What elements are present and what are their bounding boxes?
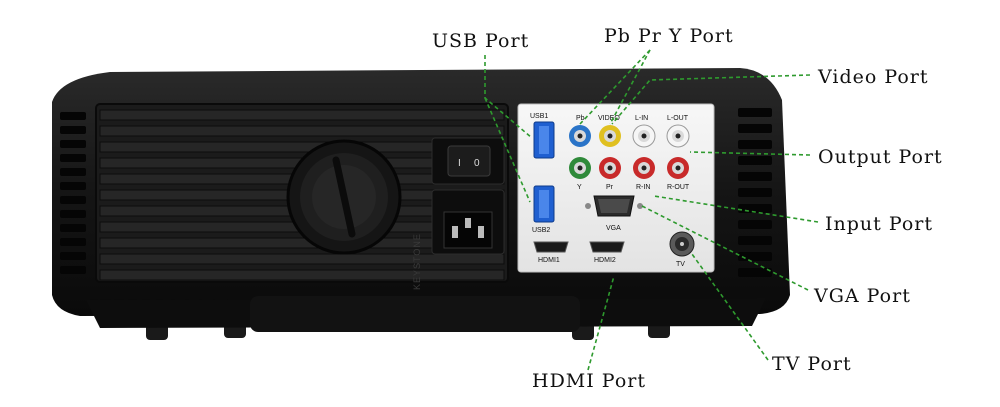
- lin-jack[interactable]: [632, 124, 656, 148]
- io-panel: [517, 103, 715, 273]
- component-leader-1: [579, 49, 651, 125]
- switch-off-mark: 0: [474, 158, 480, 169]
- hdmi2-port[interactable]: [589, 241, 625, 253]
- component-port-callout: Pb Pr Y Port: [604, 25, 734, 47]
- vga-port[interactable]: [585, 195, 643, 217]
- pb-jack[interactable]: [569, 125, 591, 147]
- switch-on-mark: I: [458, 158, 461, 169]
- component-leader-2: [609, 49, 651, 125]
- pr-jack[interactable]: [599, 157, 621, 179]
- rin-jack[interactable]: [633, 157, 655, 179]
- lin-label: L-IN: [635, 115, 648, 122]
- output-leader: [689, 151, 811, 156]
- left-vent: [60, 112, 86, 274]
- video-leader: [611, 74, 811, 125]
- tv-label: TV: [676, 261, 685, 268]
- input-port-callout: Input Port: [825, 213, 933, 235]
- y-label: Y: [577, 184, 582, 191]
- hdmi-leader: [587, 275, 615, 371]
- vga-label: VGA: [606, 225, 621, 232]
- rin-label: R-IN: [636, 184, 650, 191]
- leader-lines: [484, 49, 819, 371]
- video-label: VIDEO: [598, 115, 620, 122]
- pb-label: Pb: [576, 115, 585, 122]
- hdmi1-label: HDMI1: [538, 257, 560, 264]
- rear-knob: [286, 139, 402, 255]
- usb2-label: USB2: [532, 227, 550, 234]
- lout-label: L-OUT: [667, 115, 689, 122]
- usb1-label: USB1: [530, 113, 548, 120]
- hdmi1-port[interactable]: [533, 241, 569, 253]
- usb2-port[interactable]: [533, 185, 555, 223]
- vga-port-callout: VGA Port: [814, 285, 911, 307]
- tv-leader: [691, 253, 769, 361]
- usb-port-callout: USB Port: [432, 30, 530, 52]
- rout-jack[interactable]: [667, 157, 689, 179]
- output-port-callout: Output Port: [818, 146, 943, 168]
- rout-label: R-OUT: [667, 184, 690, 191]
- tv-port[interactable]: [669, 231, 695, 257]
- usb-leader-2: [484, 97, 531, 203]
- usb1-port[interactable]: [533, 121, 555, 159]
- vga-leader: [641, 205, 809, 291]
- brand-text: KEYSTONE: [412, 233, 422, 290]
- right-vent: [738, 108, 772, 277]
- pr-label: Pr: [606, 184, 614, 191]
- video-port-callout: Video Port: [818, 66, 929, 88]
- hdmi2-label: HDMI2: [594, 257, 616, 264]
- power-socket[interactable]: [431, 189, 505, 255]
- power-switch[interactable]: 0 I: [431, 137, 505, 185]
- hdmi-port-callout: HDMI Port: [532, 370, 646, 392]
- lout-jack[interactable]: [666, 124, 690, 148]
- y-jack[interactable]: [569, 157, 591, 179]
- tv-port-callout: TV Port: [772, 353, 852, 375]
- video-jack[interactable]: [599, 125, 621, 147]
